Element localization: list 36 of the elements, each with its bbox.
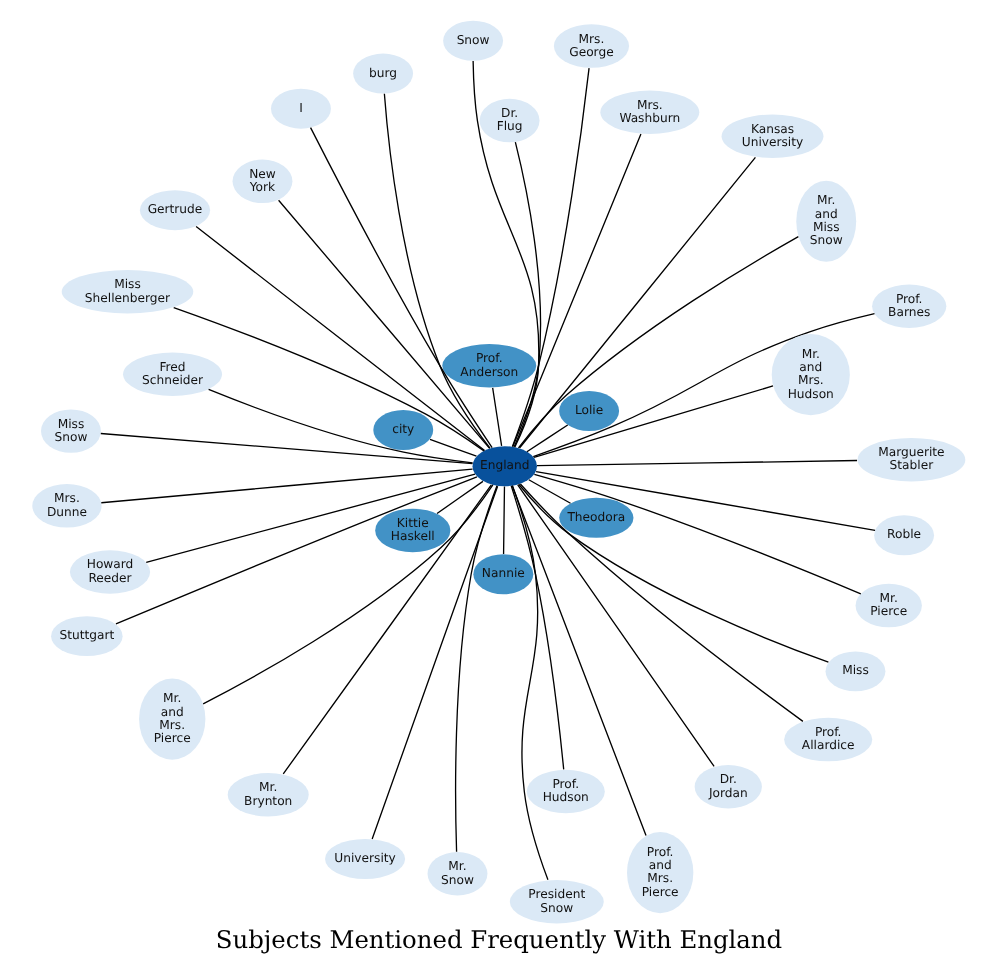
connector (517, 483, 829, 663)
connector (527, 479, 571, 504)
connector (531, 313, 875, 458)
connector (535, 459, 857, 467)
connector (517, 156, 756, 449)
connector (516, 235, 798, 449)
connector (194, 225, 485, 452)
connector (532, 473, 861, 595)
connector (144, 473, 475, 563)
connector (99, 468, 473, 504)
connector (516, 484, 714, 768)
connector (509, 485, 564, 771)
connector (491, 387, 502, 447)
connector (453, 485, 497, 853)
connector (172, 306, 484, 452)
connector (534, 470, 875, 531)
connector (428, 438, 477, 457)
connector (201, 484, 493, 705)
connector (206, 388, 473, 464)
connector (525, 424, 568, 453)
connector (510, 485, 646, 837)
connector (501, 485, 505, 555)
connector (308, 127, 492, 449)
connector (382, 93, 490, 449)
connector (114, 476, 477, 625)
connector (511, 133, 641, 448)
diagram-title: Subjects Mentioned Frequently With England (214, 925, 782, 954)
connector (276, 199, 490, 450)
connector (512, 141, 541, 448)
connector (99, 432, 473, 465)
connector (510, 485, 548, 881)
connector (435, 480, 483, 515)
connector (281, 484, 491, 775)
connector (510, 67, 589, 448)
connector (518, 483, 803, 722)
connector (532, 385, 773, 459)
